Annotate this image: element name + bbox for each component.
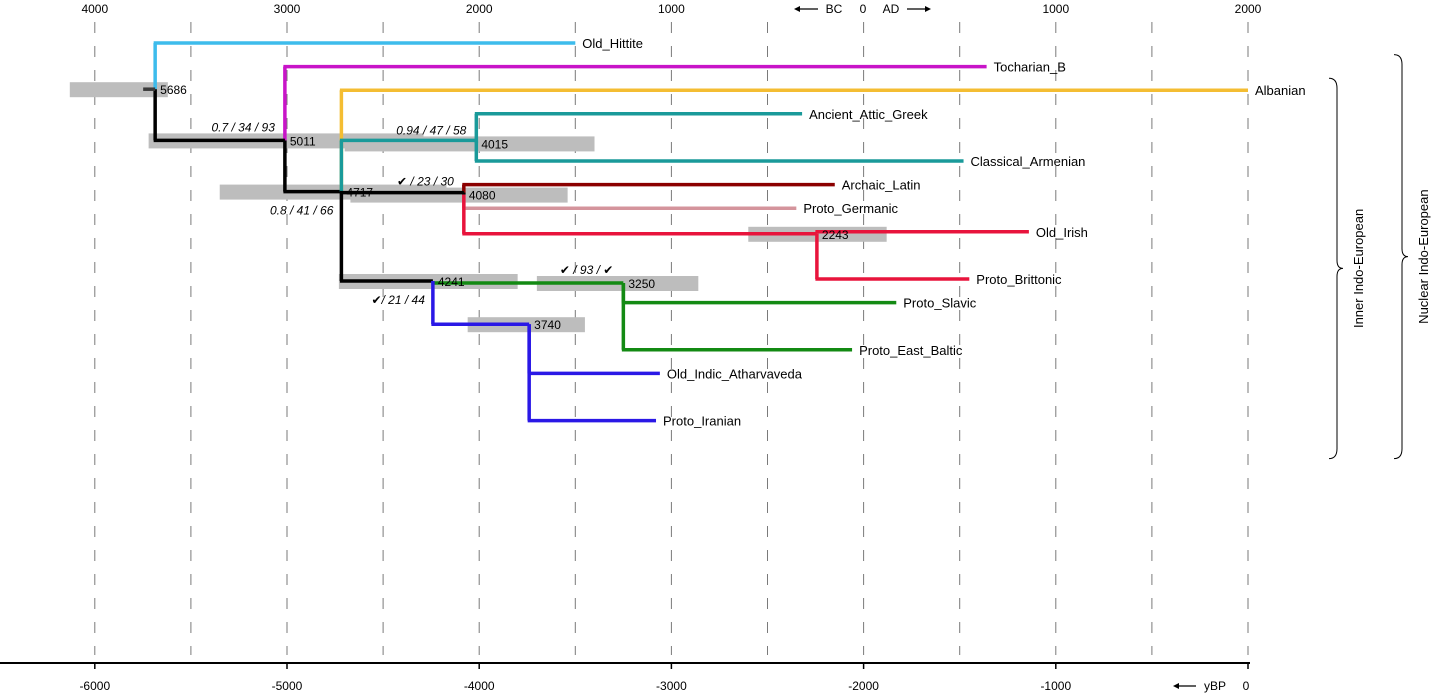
top-tick-label: 2000	[1235, 2, 1262, 16]
curly-brace-icon	[1328, 77, 1344, 460]
bottom-tick-label: -4000	[464, 679, 495, 693]
leaf-label: Proto_East_Baltic	[859, 343, 963, 358]
leaf-label: Classical_Armenian	[971, 154, 1086, 169]
leaf-label: Albanian	[1255, 83, 1306, 98]
clade-bracket-label: Inner Indo-European	[1351, 209, 1366, 328]
node-age-n2243: 2243	[822, 228, 849, 242]
node-age-n4015: 4015	[481, 137, 508, 151]
tree-branches	[143, 41, 1248, 423]
ci-bar-n4080	[350, 187, 568, 203]
top-axis-ticks: 4000 3000 2000 1000 1000 2000	[81, 2, 1261, 16]
era-ad-label: AD	[883, 2, 900, 16]
node-age-n3250: 3250	[628, 277, 655, 291]
top-tick-label: 1000	[658, 2, 685, 16]
bottom-tick-label: -2000	[848, 679, 879, 693]
leaf-label: Proto_Brittonic	[976, 272, 1062, 287]
node-age-n4080: 4080	[469, 189, 496, 203]
node-age-n4717: 4717	[346, 186, 373, 200]
support-values-n4080: ✔ / 23 / 30	[397, 175, 454, 189]
node-age-n4241: 4241	[438, 275, 465, 289]
bottom-tick-label: -3000	[656, 679, 687, 693]
ad-arrow-head-icon	[925, 6, 931, 12]
curly-brace-icon	[1393, 54, 1409, 460]
leaf-label: Proto_Iranian	[663, 414, 741, 429]
ci-bar-root	[69, 82, 168, 98]
bottom-tick-label: -5000	[272, 679, 303, 693]
era-zero-label: 0	[860, 2, 867, 16]
leaf-label: Old_Indic_Atharvaveda	[667, 366, 803, 381]
node-age-n5011: 5011	[290, 134, 316, 148]
top-axis: 4000 3000 2000 1000 1000 2000 BC 0 AD	[81, 2, 1261, 16]
bc-arrow-head-icon	[794, 6, 800, 12]
clade-bracket-label: Nuclear Indo-European	[1416, 189, 1431, 323]
top-tick-label: 2000	[466, 2, 493, 16]
node-age-labels: 5686 5011 0.7 / 34 / 93 4717 0.8 / 41 / 66 40…	[160, 83, 849, 332]
era-bc-label: BC	[826, 2, 843, 16]
leaf-label: Old_Hittite	[582, 36, 643, 51]
support-values-n4717: 0.8 / 41 / 66	[270, 204, 334, 218]
support-values-n4241: ✔/ 21 / 44	[371, 293, 425, 307]
grid-layer	[94, 22, 1249, 655]
support-values-n5011: 0.7 / 34 / 93	[211, 120, 275, 134]
bottom-axis-ticks: -6000 -5000 -4000 -3000 -2000 -1000 0	[79, 663, 1250, 693]
top-tick-label: 4000	[81, 2, 108, 16]
leaf-label: Proto_Germanic	[803, 201, 898, 216]
leaf-label: Archaic_Latin	[842, 178, 921, 193]
node-age-root: 5686	[160, 83, 187, 97]
bottom-axis: -6000 -5000 -4000 -3000 -2000 -1000 0 yBP	[0, 662, 1250, 693]
leaf-label: Old_Irish	[1036, 225, 1088, 240]
bottom-tick-label: -6000	[79, 679, 110, 693]
clade-brackets: Inner Indo-European Nuclear Indo-European	[1328, 54, 1431, 460]
top-tick-label: 3000	[274, 2, 301, 16]
leaf-label: Tocharian_B	[994, 60, 1066, 75]
era-indicator: BC 0 AD	[794, 2, 931, 16]
leaf-label: Proto_Slavic	[903, 296, 976, 311]
bottom-tick-label: -1000	[1040, 679, 1071, 693]
ybp-arrow-head-icon	[1173, 683, 1179, 689]
support-values-n3250: ✔ / 93 / ✔	[560, 263, 613, 277]
ybp-unit-label: yBP	[1204, 679, 1226, 693]
top-tick-label: 1000	[1042, 2, 1069, 16]
node-age-n3740: 3740	[534, 318, 561, 332]
support-values-n4015: 0.94 / 47 / 58	[396, 123, 466, 137]
bottom-tick-label: 0	[1243, 679, 1250, 693]
leaf-label: Ancient_Attic_Greek	[809, 107, 928, 122]
